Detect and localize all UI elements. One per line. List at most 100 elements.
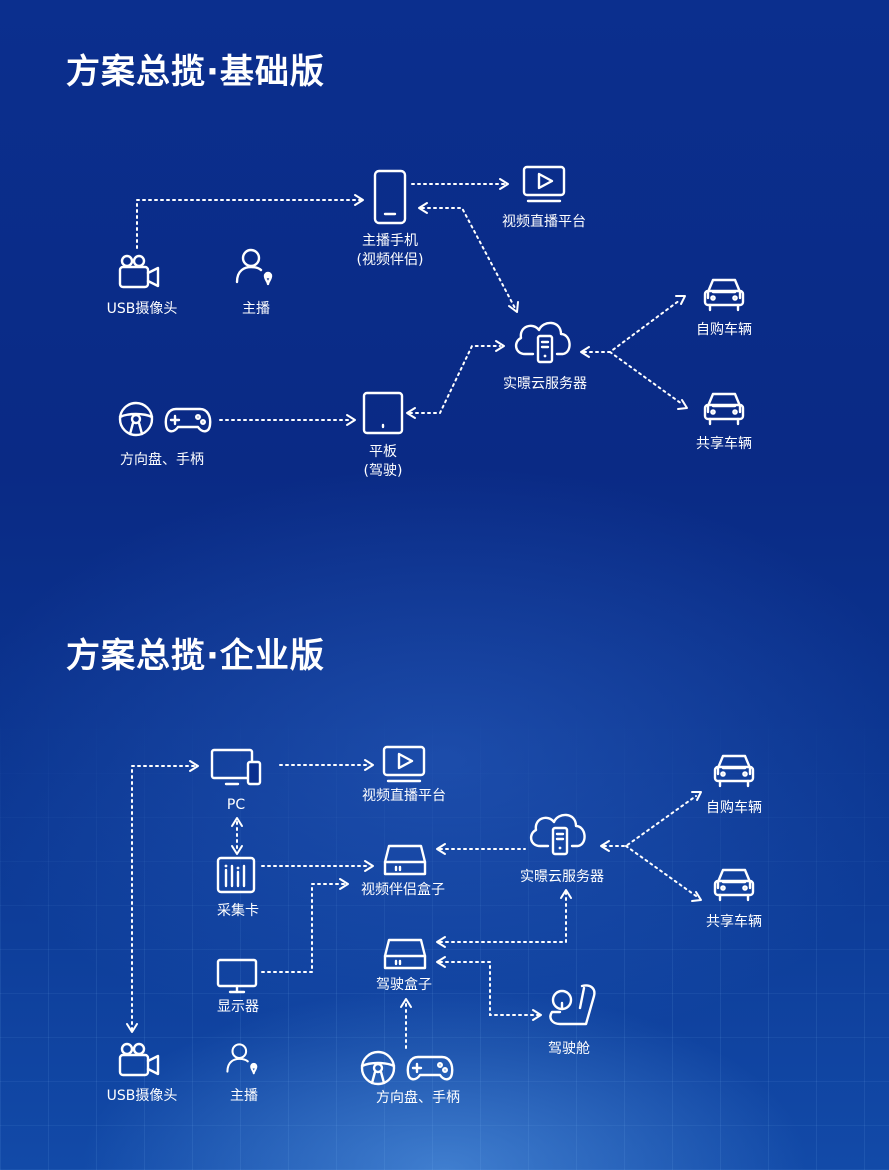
usb-label: USB摄像头 [107,301,178,317]
basic-connectors [136,178,688,426]
video-label: 视频直播平台 [502,213,586,230]
cloud-server-icon [514,321,571,364]
car-icon [713,754,755,788]
enterprise-carshare-node: 共享车辆 [706,868,762,930]
gamepad-icon [164,407,212,433]
arrow-head [580,346,590,358]
enterprise-connectors [126,759,702,1049]
anchor-label: 主播 [242,301,270,317]
conn-drivebox-cloud [439,892,567,943]
car-icon [703,392,745,426]
carown-label: 自购车辆 [696,321,752,338]
arrow-head [418,202,428,214]
enterprise-pc-node: PC [210,748,262,813]
video-play-icon [382,745,426,783]
tablet-icon [362,391,404,435]
steering-wheel-icon [118,401,154,437]
camera-icon [118,1042,160,1077]
conn-cloud-carshare [609,351,683,405]
pc-icon [210,748,262,786]
cloud-label: 实暻云服务器 [503,376,587,392]
enterprise-anchor-node: 主播 [226,1043,258,1104]
arrow-head [436,956,446,968]
basic-cloud-node: 实暻云服务器 [503,321,587,392]
basic-wheel-node: 方向盘、手柄 [118,401,212,468]
enterprise-companion-node: 视频伴侣盒子 [361,844,445,898]
drivebox-label: 驾驶盒子 [376,976,432,993]
cloud-server-icon [529,813,586,856]
enterprise-capture-node: 采集卡 [216,856,259,919]
pc-label: PC [227,797,245,813]
background-grid [0,700,889,1170]
phone-sublabel: (视频伴侣) [357,252,424,268]
arrow-head [406,407,416,419]
cloud-label: 实暻云服务器 [520,869,604,885]
enterprise-cockpit-node: 驾驶舱 [548,984,596,1057]
box-icon [383,844,427,876]
conn-monitor-companion [261,883,346,973]
wheel-label: 方向盘、手柄 [376,1089,460,1106]
conn-drivebox-cockpit [439,961,539,1016]
arrow-head [339,878,349,890]
enterprise-usb-node: USB摄像头 [107,1042,178,1104]
arrow-head [126,1023,138,1033]
title-enterprise: 方案总揽·企业版 [66,636,325,676]
basic-carown-node: 自购车辆 [696,278,752,338]
basic-carshare-node: 共享车辆 [696,392,752,452]
basic-usb-node: USB摄像头 [107,254,178,317]
arrow-head [436,843,446,855]
monitor-icon [216,958,258,994]
conn-tablet-cloud [409,345,501,414]
enterprise-drivebox-node: 驾驶盒子 [376,938,432,993]
person-icon [226,1043,258,1075]
arrow-head [508,301,519,313]
steering-wheel-icon [360,1050,396,1086]
usb-label: USB摄像头 [107,1088,178,1104]
basic-video-node: 视频直播平台 [502,165,586,230]
carshare-label: 共享车辆 [696,435,752,452]
tablet-sublabel: (驾驶) [364,463,403,479]
conn-cloud-carown [603,795,697,847]
capture-card-icon [216,856,256,894]
arrow-head [346,414,356,426]
arrow-head [677,399,688,410]
phone-label: 主播手机 [362,233,418,249]
arrow-head [495,340,505,352]
enterprise-carown-node: 自购车辆 [706,754,762,816]
carown-label: 自购车辆 [706,799,762,816]
arrow-head [231,845,243,855]
arrow-head [189,760,199,772]
arrow-head [400,998,412,1008]
video-play-icon [522,165,566,203]
arrow-head [691,791,702,801]
car-icon [703,278,745,312]
basic-tablet-node: 平板 (驾驶) [362,391,404,479]
arrow-head [364,860,374,872]
gamepad-icon [406,1055,454,1081]
carshare-label: 共享车辆 [706,913,762,930]
title-basic: 方案总揽·基础版 [66,52,325,92]
conn-phone-cloud [421,207,517,311]
conn-usb-phone [136,199,361,249]
arrow-head [532,1009,542,1021]
phone-icon [373,169,407,225]
box-icon [383,938,427,970]
anchor-label: 主播 [230,1088,258,1104]
video-label: 视频直播平台 [362,787,446,804]
camera-icon [118,254,160,289]
enterprise-cloud-node: 实暻云服务器 [520,813,604,885]
monitor-label: 显示器 [217,999,259,1015]
basic-anchor-node: 主播 [235,248,273,317]
arrow-head [364,759,374,771]
arrow-head [436,936,446,948]
arrow-head [675,295,686,305]
enterprise-video-node: 视频直播平台 [362,745,446,804]
conn-usb-pc [131,765,196,1031]
arrow-head [600,840,610,852]
conn-cloud-carown [583,299,681,353]
person-icon [235,248,273,286]
conn-cloud-carshare [625,845,697,897]
arrow-head [499,178,509,190]
companion-label: 视频伴侣盒子 [361,881,445,898]
